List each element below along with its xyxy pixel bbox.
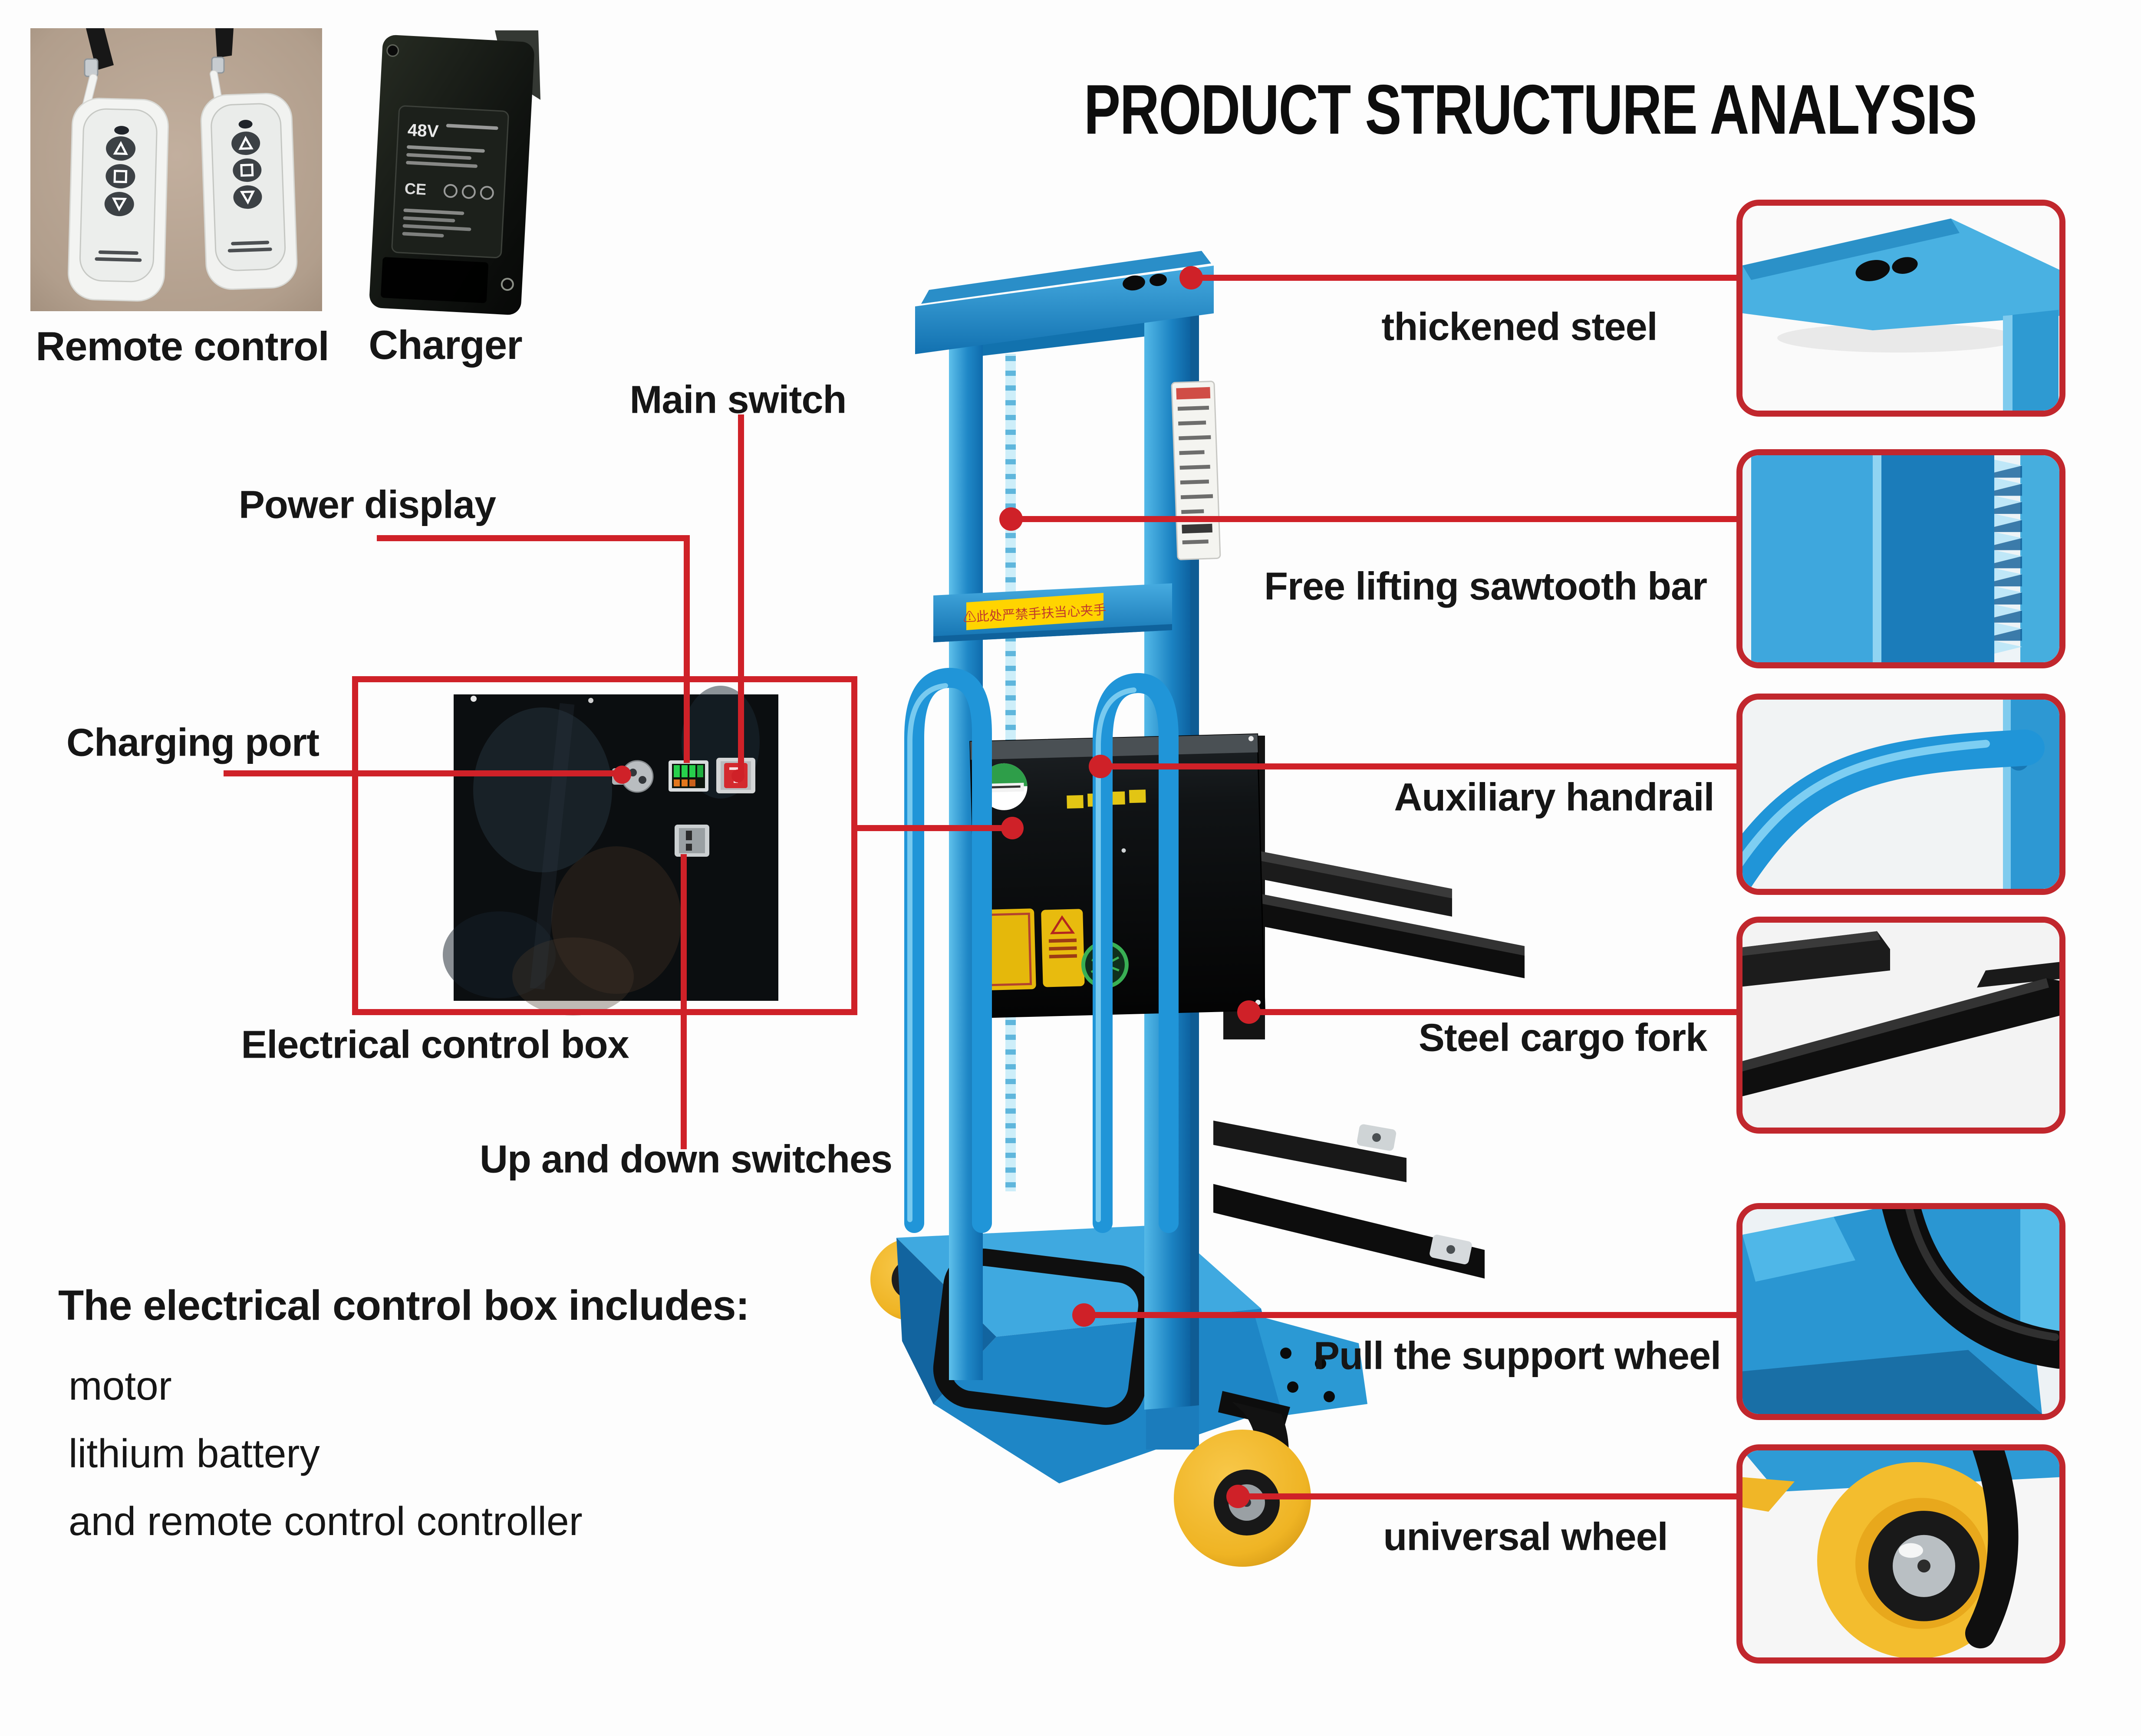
sawtooth-closeup: [1742, 455, 2059, 662]
universal-wheel-closeup: [1742, 1450, 2059, 1657]
pull-handle: [933, 1248, 1156, 1425]
control-box-frame: [352, 676, 857, 1015]
annotation-overlay: [224, 275, 1742, 1499]
includes-heading: The electrical control box includes:: [58, 1282, 750, 1329]
callout-label-universal-wheel: universal wheel: [1383, 1515, 1668, 1559]
remote-strap-right: [209, 28, 234, 108]
charging-port-label: Charging port: [66, 721, 320, 765]
stacker-machine: ⚠此处严禁手扶当心夹手: [870, 251, 1525, 1567]
includes-item-remote: and remote control controller: [69, 1499, 583, 1544]
remote-strap-left: [82, 28, 114, 110]
power-display-label: Power display: [238, 483, 496, 527]
spec-label: [1171, 381, 1221, 560]
callout-box-cargo-fork: [1736, 917, 2065, 1134]
page-title: PRODUCT STRUCTURE ANALYSIS: [1084, 70, 1977, 149]
includes-item-motor: motor: [69, 1363, 172, 1408]
callout-box-thickened-steel: [1736, 200, 2065, 417]
callout-label-thickened-steel: thickened steel: [1381, 305, 1657, 349]
charger-photo: 48V CE: [369, 30, 540, 315]
charger-ce-text: CE: [404, 179, 427, 198]
handrail-closeup: [1742, 700, 2059, 889]
control-box-photo: [443, 686, 778, 1016]
callout-label-support-wheel: Pull the support wheel: [1313, 1334, 1721, 1378]
machine-control-box: [969, 733, 1265, 1019]
support-legs-lower: [1213, 1121, 1485, 1279]
support-wheel-closeup: [1742, 1209, 2059, 1414]
auxiliary-handrails: [904, 667, 1179, 1233]
thickened-steel-closeup: [1742, 206, 2059, 411]
annotation-dots: [613, 266, 1261, 1508]
power-display-component: [669, 760, 708, 792]
warning-strip: [966, 593, 1103, 630]
callout-label-handrail: Auxiliary handrail: [1394, 776, 1714, 819]
up-down-switches-label: Up and down switches: [479, 1138, 893, 1181]
callout-box-support-wheel: [1736, 1203, 2065, 1420]
warning-label-a: [983, 908, 1036, 990]
cargo-fork-closeup: [1742, 923, 2059, 1128]
charger-voltage-text: 48V: [407, 121, 439, 141]
charger-label: Charger: [369, 322, 522, 368]
remote-right: [200, 93, 298, 290]
callout-label-sawtooth: Free lifting sawtooth bar: [1264, 565, 1707, 608]
callout-label-cargo-fork: Steel cargo fork: [1418, 1016, 1707, 1060]
callout-box-handrail: [1736, 694, 2065, 895]
callout-box-sawtooth: [1736, 449, 2065, 668]
includes-item-battery: lithium battery: [69, 1431, 320, 1476]
up-down-switch-component: [675, 825, 709, 857]
callout-box-universal-wheel: [1736, 1444, 2065, 1664]
remote-control-label: Remote control: [36, 323, 329, 369]
remote-control-photo: [30, 28, 322, 311]
remote-left: [68, 98, 169, 302]
main-switch-label: Main switch: [629, 378, 847, 422]
line-power-display: [377, 535, 690, 763]
electrical-control-box-label: Electrical control box: [241, 1023, 629, 1067]
